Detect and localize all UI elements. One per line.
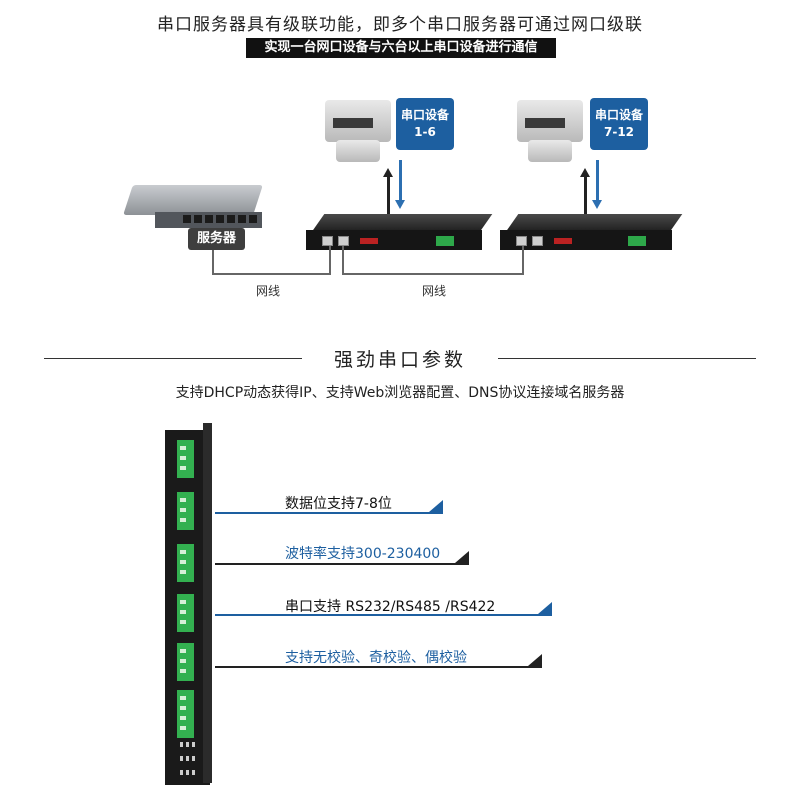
switch-front-panel	[155, 212, 262, 228]
divider-left	[44, 358, 302, 359]
param-underline	[215, 563, 469, 565]
dip-switch	[180, 770, 183, 775]
param-underline	[215, 614, 552, 616]
indicator-port	[554, 238, 572, 244]
cable-segment	[329, 246, 331, 275]
param-arrow-icon	[528, 654, 542, 666]
dip-switch	[192, 770, 195, 775]
cable-label-1: 网线	[256, 284, 281, 298]
arrow-down-icon	[395, 200, 405, 209]
terminal-block	[177, 440, 194, 478]
param-serial-standard: 串口支持 RS232/RS485 /RS422	[285, 599, 496, 615]
cable-segment	[342, 246, 344, 275]
dip-switch	[192, 756, 195, 761]
device-label-title: 串口设备	[594, 108, 643, 122]
param-data-bits: 数据位支持7-8位	[285, 496, 392, 512]
terminal-block	[177, 594, 194, 632]
cable-segment	[212, 250, 214, 274]
printer-tray	[528, 140, 572, 162]
ethernet-port-icon	[516, 236, 527, 246]
switch-icon	[123, 185, 263, 215]
param-arrow-icon	[538, 602, 552, 614]
terminal-block	[177, 492, 194, 530]
dip-switch	[180, 756, 183, 761]
terminal-block	[177, 643, 194, 681]
ethernet-port-icon	[338, 236, 349, 246]
printer-tray	[336, 140, 380, 162]
device-label-1: 串口设备 1-6	[396, 98, 454, 150]
printer-panel	[333, 118, 373, 128]
headline-banner: 实现一台网口设备与六台以上串口设备进行通信	[246, 38, 556, 58]
dip-switch	[180, 742, 183, 747]
section-title: 强劲串口参数	[333, 349, 466, 371]
param-baud-rate: 波特率支持300-230400	[285, 546, 441, 562]
arrow-up-icon	[383, 168, 393, 177]
param-parity: 支持无校验、奇校验、偶校验	[285, 650, 467, 666]
cable-segment	[212, 273, 331, 275]
serial-server-edge	[203, 423, 212, 783]
terminal-block	[177, 544, 194, 582]
printer-panel	[525, 118, 565, 128]
ethernet-port-icon	[322, 236, 333, 246]
device-label-2: 串口设备 7-12	[590, 98, 648, 150]
device-label-range: 7-12	[603, 125, 635, 139]
cable-segment	[522, 246, 524, 275]
dip-switch	[186, 742, 189, 747]
param-underline	[215, 512, 443, 514]
param-arrow-icon	[429, 500, 443, 512]
device-label-range: 1-6	[414, 125, 436, 139]
downlink-arrow	[596, 160, 599, 200]
serial-server-1	[306, 230, 482, 250]
param-underline	[215, 666, 542, 668]
dip-switch	[186, 770, 189, 775]
uplink-arrow	[584, 176, 587, 224]
dip-switch	[186, 756, 189, 761]
server-label: 服务器	[188, 228, 245, 250]
terminal-block	[436, 236, 454, 246]
arrow-up-icon	[580, 168, 590, 177]
cable-label-2: 网线	[422, 284, 447, 298]
ethernet-port-icon	[532, 236, 543, 246]
feature-summary: 支持DHCP动态获得IP、支持Web浏览器配置、DNS协议连接域名服务器	[175, 385, 625, 401]
terminal-block	[628, 236, 646, 246]
cable-segment	[342, 273, 524, 275]
param-arrow-icon	[455, 551, 469, 563]
dip-switch	[192, 742, 195, 747]
divider-right	[498, 358, 756, 359]
serial-server-2	[500, 230, 672, 250]
arrow-down-icon	[592, 200, 602, 209]
downlink-arrow	[399, 160, 402, 200]
device-label-title: 串口设备	[400, 108, 449, 122]
indicator-port	[360, 238, 378, 244]
uplink-arrow	[387, 176, 390, 224]
page-headline: 串口服务器具有级联功能，即多个串口服务器可通过网口级联	[157, 15, 643, 35]
terminal-block	[177, 690, 194, 738]
